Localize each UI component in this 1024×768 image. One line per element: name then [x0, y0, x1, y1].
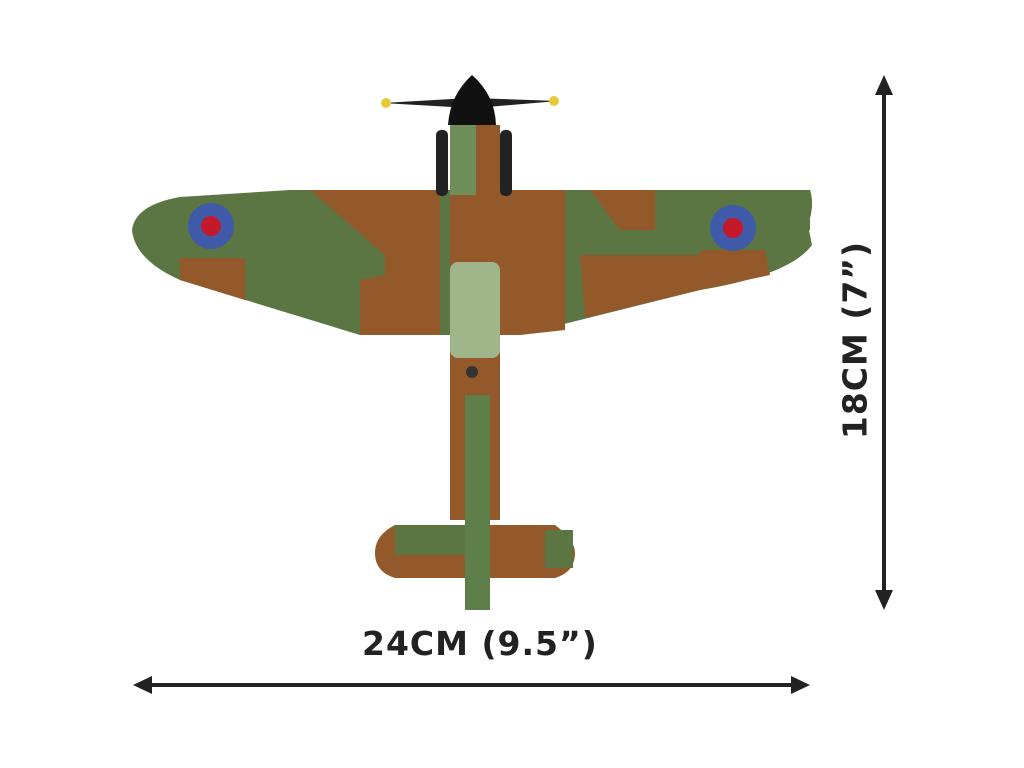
- fuselage: [450, 125, 500, 610]
- height-dimension-label: 18CM (7”): [835, 240, 875, 440]
- roundel-left: [188, 203, 234, 249]
- width-arrow: [133, 676, 810, 694]
- propeller: [381, 75, 559, 125]
- exhausts: [436, 130, 512, 196]
- height-arrow: [875, 75, 893, 610]
- width-dimension-label: 24CM (9.5”): [362, 624, 598, 663]
- roundel-right: [710, 205, 756, 251]
